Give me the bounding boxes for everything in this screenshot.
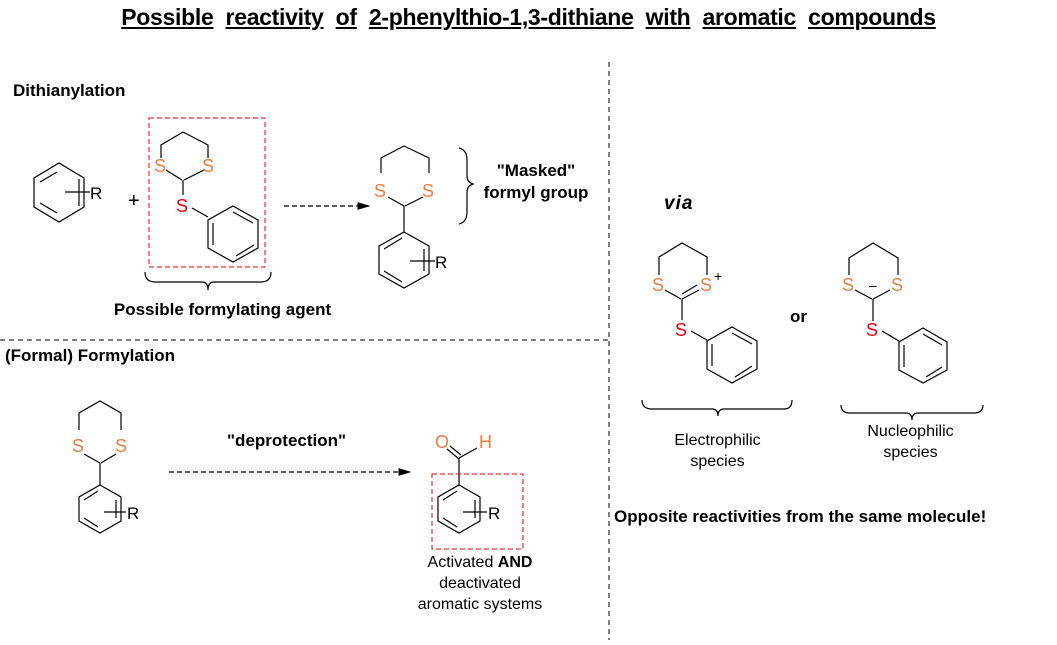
dithiane-substrate: S S R [72,400,139,534]
hydrogen-atom: H [479,432,492,452]
sulfur-cation-atom: S [700,275,712,295]
nucleophilic-line1: Nucleophilic [867,423,954,440]
electrophilic-label: Electrophilic species [655,430,780,472]
page-title: Possible reactivity of 2-phenylthio-1,3-… [0,4,1057,31]
electrophilic-species: S S + S [641,242,793,417]
title-word: compounds [808,4,936,30]
sulfur-atom: S [422,181,434,201]
electrophilic-line1: Electrophilic [674,432,761,449]
aromatic-systems-label: Activated AND deactivated aromatic syste… [395,552,565,615]
title-word: aromatic [702,4,797,30]
substituent-label: R [435,253,447,272]
thio-sulfur-atom: S [675,320,687,340]
aromatic-systems-line1: Activated AND [395,552,565,573]
sulfur-atom: S [652,275,664,295]
conclusion-text: Opposite reactivities from the same mole… [614,507,987,526]
substituent-label: R [488,504,500,523]
via-label: via [664,193,694,214]
aromatic-systems-line2: deactivated [439,575,521,592]
sulfur-atom: S [154,156,166,176]
formylation-heading: (Formal) Formylation [5,346,176,365]
masked-formyl-line2: formyl group [483,183,589,202]
sulfur-atom: S [202,156,214,176]
title-word: of [335,4,357,30]
or-label: or [790,307,807,326]
title-word: 2-phenylthio-1,3-dithiane [368,4,634,30]
arene-highlight-box [431,473,524,550]
sulfur-atom: S [374,181,386,201]
nucleophilic-species: S S – S [840,242,984,421]
masked-brace [458,147,475,225]
activated-text: Activated [427,554,498,571]
masked-formyl-line1: "Masked" [496,161,576,180]
aromatic-systems-line3: aromatic systems [417,596,543,613]
arene-reactant: R [33,162,102,223]
nucleophile-brace [840,404,984,421]
plus-sign: + [128,190,140,212]
substituent-label: R [127,504,139,523]
dithiane-product: S S R [374,145,475,289]
nucleophilic-line2: species [883,444,938,461]
thio-sulfur-atom: S [866,320,878,340]
negative-charge: – [869,277,877,293]
oxygen-atom: O [435,432,449,452]
formylating-agent-label: Possible formylating agent [113,300,332,319]
sulfur-atom: S [115,436,127,456]
sulfur-atom: S [72,436,84,456]
reagent-brace [144,271,272,291]
reagent-molecule: S S S [144,117,272,291]
electrophilic-line2: species [690,453,745,470]
benzaldehyde-product: O H R [431,432,524,550]
positive-charge: + [714,268,722,284]
sulfur-atom: S [842,275,854,295]
substituent-label: R [90,184,102,203]
masked-formyl-label: "Masked" formyl group [476,160,596,204]
title-word: with [645,4,691,30]
reagent-highlight-box [148,117,266,268]
dithianylation-heading: Dithianylation [13,81,126,100]
sulfur-atom: S [891,275,903,295]
and-text: AND [497,554,533,571]
thio-sulfur-atom: S [176,196,188,216]
deprotection-label: "deprotection" [227,431,346,450]
nucleophilic-label: Nucleophilic species [848,421,973,463]
electrophile-brace [641,399,793,417]
title-word: Possible [121,4,214,30]
title-word: reactivity [225,4,324,30]
